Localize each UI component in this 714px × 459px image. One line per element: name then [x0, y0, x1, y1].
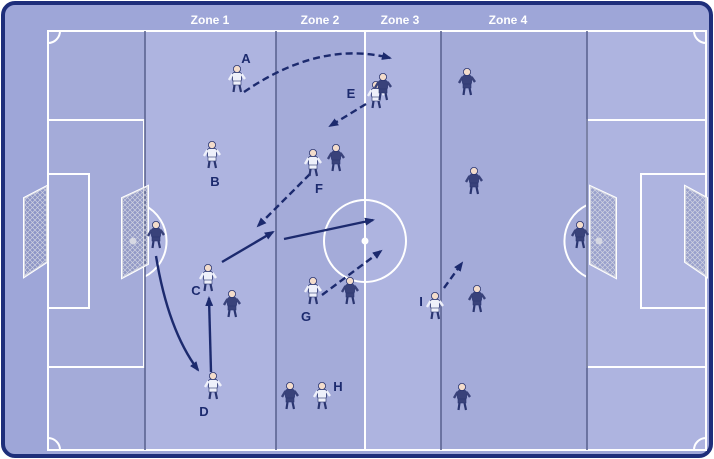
player-label-h: H [333, 379, 342, 394]
player-label-e: E [347, 86, 356, 101]
right-full-goal [590, 186, 616, 278]
player-label-a: A [241, 51, 251, 66]
zone-label: Zone 2 [301, 13, 340, 27]
player-label-g: G [301, 309, 311, 324]
player-label-d: D [199, 404, 208, 419]
left-full-goal [122, 186, 148, 278]
player-label-b: B [210, 174, 219, 189]
zone-label: Zone 1 [191, 13, 230, 27]
player-label-i: I [419, 294, 423, 309]
player-label-f: F [315, 181, 323, 196]
zone-label: Zone 4 [489, 13, 528, 27]
zone-label: Zone 3 [381, 13, 420, 27]
center-spot [363, 239, 368, 244]
right-small-goal [685, 186, 707, 277]
left-small-goal [24, 186, 47, 277]
player-label-c: C [191, 283, 201, 298]
